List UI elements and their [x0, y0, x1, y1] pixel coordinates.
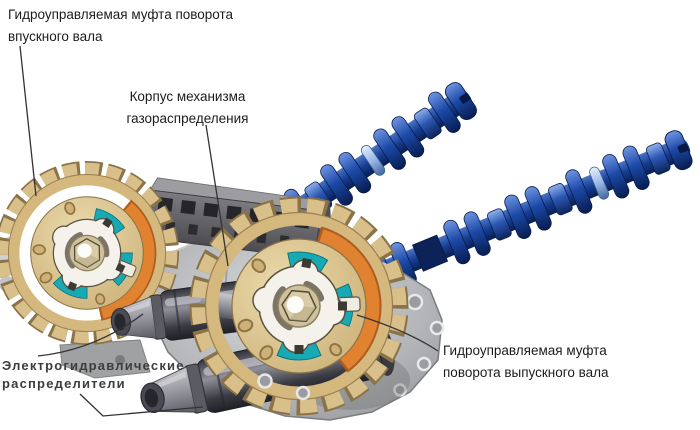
housing-label-line2: газораспределения	[126, 111, 249, 126]
leader-solenoid-upper	[37, 313, 144, 357]
leader-intake	[19, 45, 37, 197]
intake-label-line1: Гидроуправляемая муфта поворота	[8, 7, 234, 22]
block-washers	[257, 373, 311, 401]
leader-lines	[19, 45, 439, 417]
housing-label-line1: Корпус механизма	[129, 89, 246, 104]
leader-solenoid-lower	[79, 393, 204, 417]
solenoids-label-line1: Электрогидравлические	[2, 358, 185, 373]
exhaust-label-line1: Гидроуправляемая муфта	[443, 343, 607, 358]
exhaust-phaser-label: Гидроуправляемая муфта поворота выпускно…	[443, 340, 609, 384]
leader-exhaust	[356, 314, 439, 352]
intake-phaser-label: Гидроуправляемая муфта поворота впускног…	[8, 4, 233, 48]
timing-housing-label: Корпус механизма газораспределения	[105, 86, 270, 130]
solenoids-label-line2: распределители	[2, 375, 126, 391]
exhaust-camshaft	[367, 127, 696, 297]
leader-housing	[205, 124, 229, 267]
solenoids-label: Электрогидравлические распределители	[2, 357, 185, 392]
intake-label-line2: впускного вала	[8, 29, 103, 44]
exhaust-label-line2: поворота выпускного вала	[443, 365, 609, 380]
